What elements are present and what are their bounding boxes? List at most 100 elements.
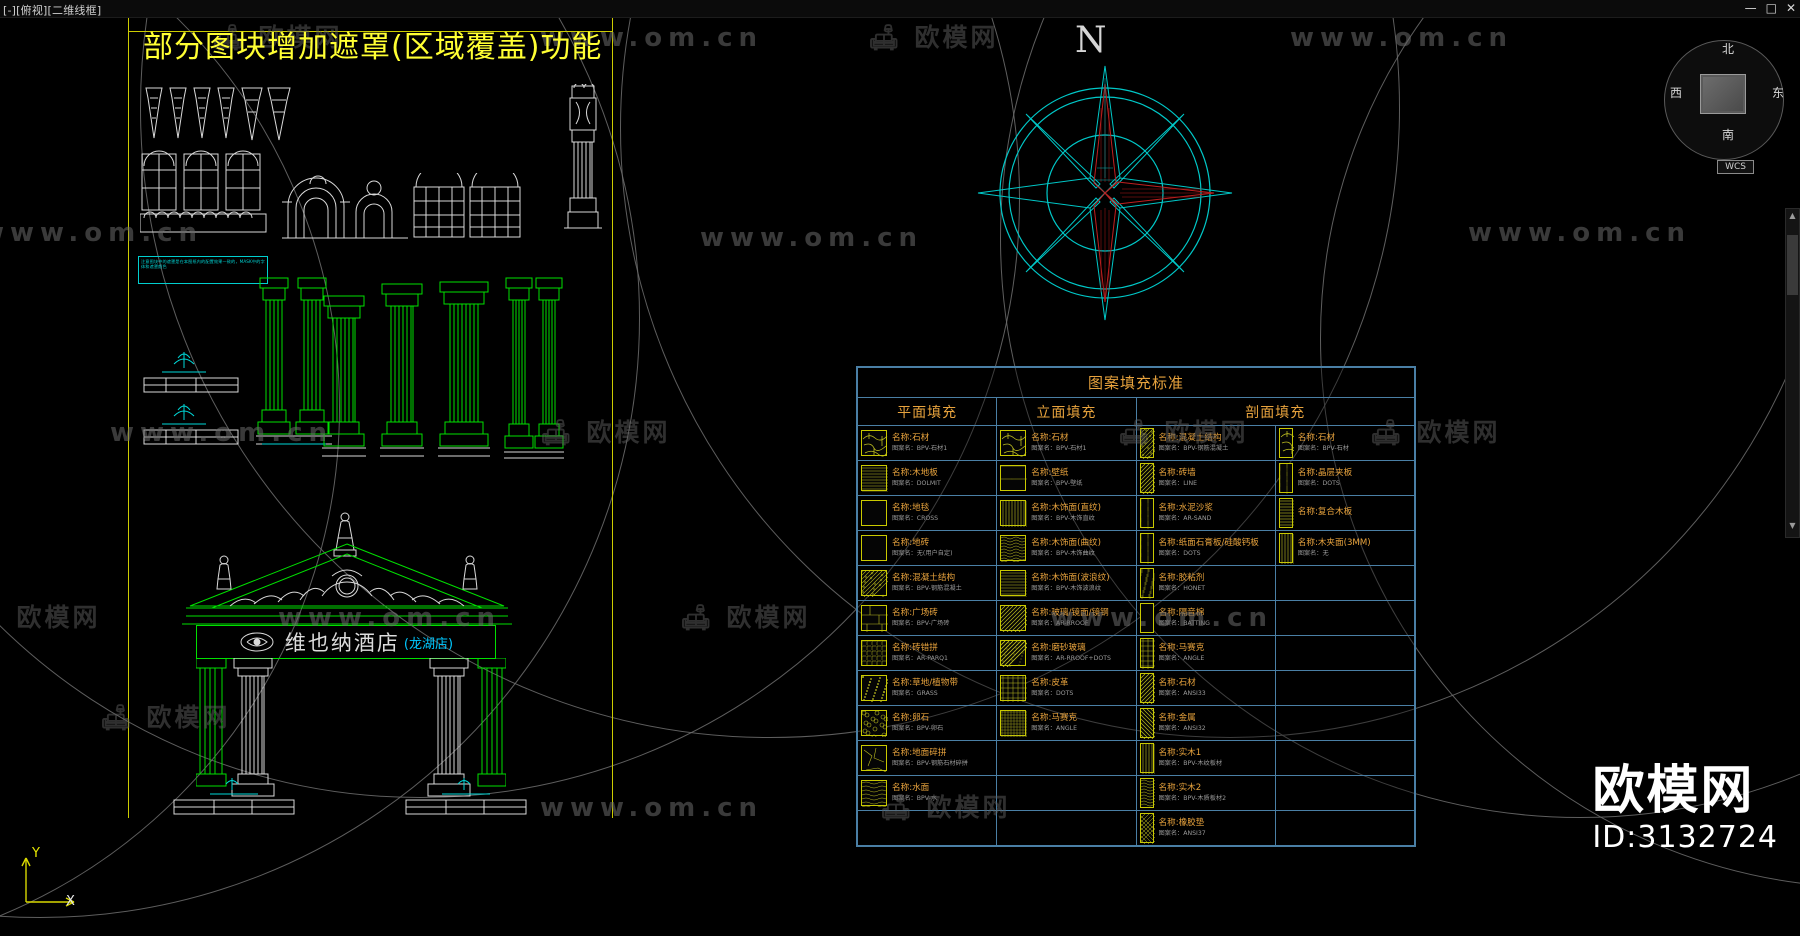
- table-cell[interactable]: 名称:马赛克图案名：ANGLE: [1135, 635, 1276, 671]
- cad-block-window-grid[interactable]: [412, 173, 522, 241]
- table-row[interactable]: 名称:广场砖图案名：BPV-广场砖名称:玻璃/镜面/镜钢图案名：AR-RROOF…: [856, 600, 1416, 636]
- table-row[interactable]: 名称:橡胶垫图案名：ANSI37: [856, 810, 1416, 846]
- hotel-sign-band[interactable]: 维也纳酒店 (龙湖店): [196, 625, 496, 659]
- cad-block-pediment[interactable]: [182, 542, 512, 634]
- hatch-swatch-sand-icon: [1278, 463, 1293, 494]
- vertical-scrollbar[interactable]: ▲ ▼: [1785, 208, 1800, 538]
- close-button[interactable]: ✕: [1785, 1, 1796, 15]
- table-cell[interactable]: 名称:木夹面(3MM)图案名：无: [1274, 530, 1416, 566]
- scroll-up-arrow[interactable]: ▲: [1789, 211, 1796, 220]
- table-cell[interactable]: 名称:砖墙图案名：LINE: [1110, 460, 1276, 496]
- table-cell[interactable]: 名称:地毯图案名：CROSS: [856, 495, 998, 531]
- hatch-pattern-name: 图案名：BPV-木饰曲纹: [1031, 550, 1095, 558]
- cad-block-column-elevation[interactable]: [562, 84, 604, 238]
- compass-rose[interactable]: [960, 48, 1250, 338]
- cad-block-arch-windows[interactable]: [140, 148, 270, 240]
- table-cell[interactable]: 名称:木饰面(直纹)图案名：BPV-木饰直纹: [996, 495, 1137, 531]
- table-cell[interactable]: 名称:广场砖图案名：BPV-广场砖: [856, 600, 998, 636]
- scroll-down-arrow[interactable]: ▼: [1789, 521, 1796, 530]
- cad-block-column-tall[interactable]: [380, 282, 424, 462]
- table-cell[interactable]: 名称:木饰面(波浪纹)图案名：BPV-木饰波浪纹: [996, 565, 1137, 601]
- table-cell[interactable]: 名称:混凝土结构图案名：BPV-钢筋混凝土: [835, 565, 998, 601]
- table-cell[interactable]: 名称:磨砂玻璃图案名：AR-RROOF+DOTS: [974, 635, 1137, 671]
- table-cell[interactable]: 名称:石材图案名：BPV-石材1: [996, 425, 1137, 461]
- table-cell[interactable]: 名称:石材图案名：ANSI33: [1110, 670, 1276, 706]
- table-cell[interactable]: 名称:水面图案名：BPV-水: [856, 775, 998, 811]
- cad-block-arcade[interactable]: [280, 168, 410, 242]
- view-cube-face[interactable]: [1700, 74, 1746, 114]
- cad-block-column-tall[interactable]: [322, 294, 366, 462]
- table-cell[interactable]: 名称:金属图案名：ANSI32: [1110, 705, 1276, 741]
- cad-block-column-pair[interactable]: [256, 276, 332, 458]
- table-row[interactable]: 名称:地砖图案名：无(用户自定)名称:木饰面(曲纹)图案名：BPV-木饰曲纹名称…: [856, 530, 1416, 566]
- hatch-name: 名称:混凝土结构: [892, 572, 956, 583]
- table-cell[interactable]: 名称:隔音棉图案名：BATTING: [1135, 600, 1276, 636]
- hatch-swatch-quad-icon: [861, 535, 887, 561]
- cad-block-fountain-small[interactable]: [136, 400, 246, 450]
- table-cell[interactable]: 名称:砖错拼图案名：AR-PARQ1: [856, 635, 998, 671]
- table-cell[interactable]: 名称:橡胶垫图案名：ANSI37: [1110, 810, 1276, 846]
- table-cell[interactable]: 名称:玻璃/镜面/镜钢图案名：AR-RROOF: [975, 600, 1137, 636]
- hatch-swatch-vlines-icon: [1139, 743, 1167, 774]
- table-cell[interactable]: 名称:复合木板: [1274, 495, 1416, 531]
- hatch-name: 名称:地毯: [892, 502, 930, 513]
- cad-block-gate-columns[interactable]: [196, 658, 506, 808]
- hatch-swatch-sand-icon: [1139, 533, 1154, 564]
- table-cell[interactable]: 名称:皮革图案名：DOTS: [996, 670, 1137, 706]
- cad-block-fountain-small[interactable]: [136, 348, 246, 398]
- hatch-name: 名称:实木1: [1158, 747, 1202, 758]
- table-cell[interactable]: 名称:卵石图案名：BPV-卵石: [856, 705, 998, 741]
- site-logo-badge: 欧模网 ID:3132724: [1592, 762, 1778, 856]
- hatch-name: 名称:石材: [1158, 677, 1196, 688]
- cad-block-ornaments[interactable]: [140, 86, 320, 146]
- maximize-button[interactable]: □: [1765, 1, 1777, 15]
- cad-block-column-group[interactable]: [438, 280, 490, 462]
- table-cell[interactable]: 名称:胶粘剂图案名：HONET: [1135, 565, 1276, 601]
- table-cell[interactable]: 名称:草地/植物带图案名：GRASS: [856, 670, 998, 706]
- table-row[interactable]: 名称:混凝土结构图案名：BPV-钢筋混凝土名称:木饰面(波浪纹)图案名：BPV-…: [835, 565, 1416, 601]
- hatch-swatch-sand-icon: [1139, 498, 1154, 529]
- table-cell[interactable]: 名称:石材图案名：BPV-石材: [1274, 425, 1416, 461]
- table-cell[interactable]: 名称:地砖图案名：无(用户自定): [856, 530, 998, 566]
- minimize-button[interactable]: —: [1744, 1, 1757, 15]
- table-cell[interactable]: 名称:马赛克图案名：ANGLE: [996, 705, 1137, 741]
- table-cell[interactable]: 名称:木地板图案名：DOLMIT: [856, 460, 998, 496]
- drawing-canvas[interactable]: 部分图块增加遮罩(区域覆盖)功能: [0, 18, 1800, 936]
- cad-block-fountain-base[interactable]: [170, 776, 300, 820]
- cad-block-statue-apex[interactable]: [328, 510, 362, 558]
- table-cell[interactable]: 名称:水泥沙浆图案名：AR-SAND: [1135, 495, 1276, 531]
- hotel-sign-name: 维也纳酒店: [284, 631, 400, 655]
- hatch-swatch-mesh-icon: [1000, 710, 1028, 737]
- hatch-pattern-name: 图案名：BATTING: [1158, 620, 1210, 628]
- cad-block-fountain-base[interactable]: [402, 776, 532, 820]
- table-cell[interactable]: 名称:混凝土结构图案名：BPV-钢筋混凝土: [1110, 425, 1276, 461]
- hatch-name: 名称:晶层夹板: [1297, 467, 1353, 478]
- view-cube[interactable]: [1664, 40, 1784, 160]
- table-cell[interactable]: 名称:壁纸图案名：BPV-壁纸: [996, 460, 1137, 496]
- wcs-indicator[interactable]: WCS: [1717, 160, 1754, 174]
- hatch-pattern-name: 图案名：DOTS: [1158, 550, 1201, 558]
- table-cell[interactable]: 名称:木饰面(曲纹)图案名：BPV-木饰曲纹: [996, 530, 1137, 566]
- hatch-name: 名称:壁纸: [1031, 467, 1069, 478]
- hatch-name: 名称:砖错拼: [892, 642, 938, 653]
- table-cell[interactable]: 名称:地面碎拼图案名：BPV-钢筋石材碎拼: [856, 740, 998, 776]
- hatch-pattern-name: 图案名：BPV-钢筋混凝土: [892, 585, 962, 593]
- cad-block-column-group[interactable]: [504, 276, 564, 464]
- hatch-swatch-vlines-icon: [1000, 500, 1028, 527]
- table-cell[interactable]: 名称:石材图案名：BPV-石材1: [856, 425, 998, 461]
- scrollbar-thumb[interactable]: [1787, 235, 1798, 295]
- table-cell[interactable]: 名称:晶层夹板图案名：DOTS: [1274, 460, 1416, 496]
- hatch-name: 名称:地面碎拼: [892, 747, 947, 758]
- table-cell[interactable]: 名称:纸面石膏板/硅酸钙板图案名：DOTS: [1135, 530, 1276, 566]
